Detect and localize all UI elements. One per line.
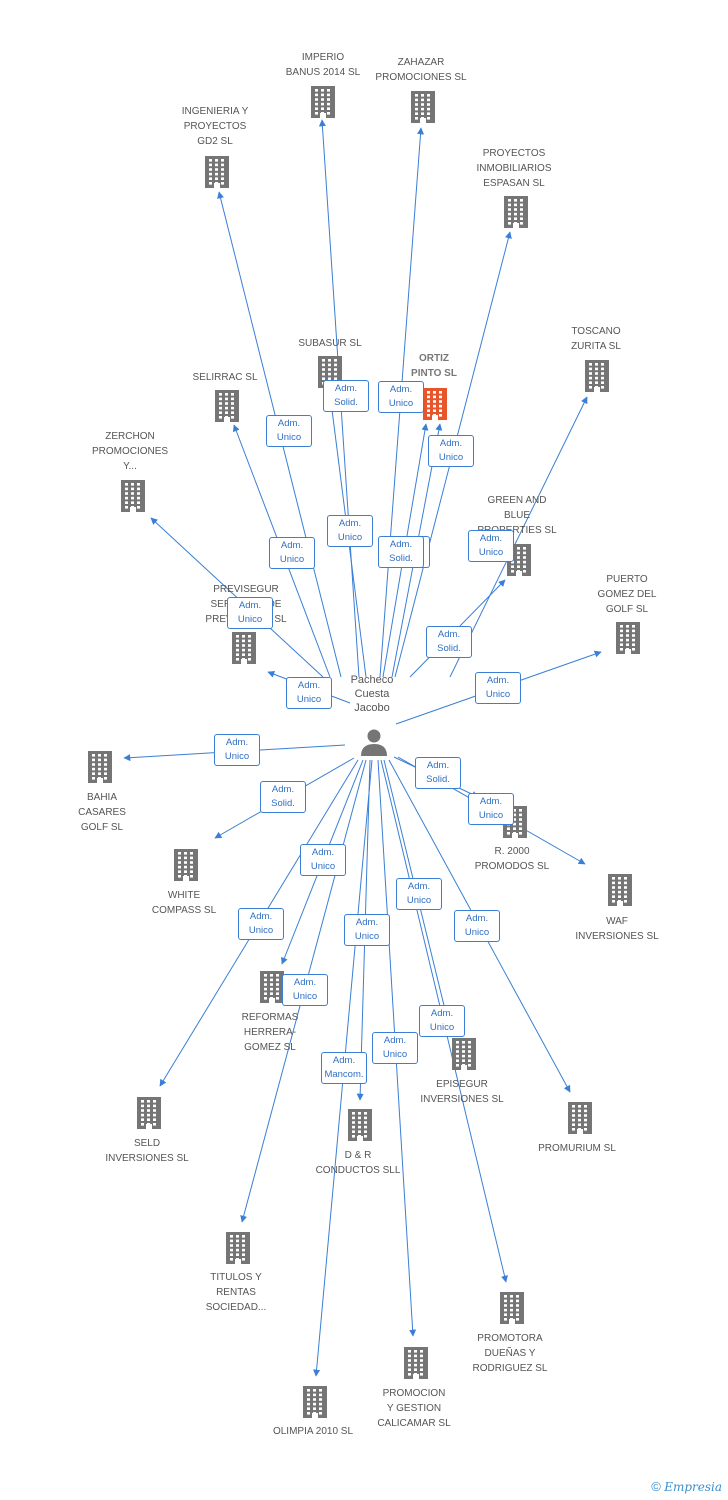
node-label-r2000[interactable]: R. 2000 PROMODOS SL	[474, 846, 550, 872]
role-badge-puerto[interactable]: Adm. Unico	[475, 672, 521, 704]
building-icon-espasan[interactable]	[504, 196, 528, 228]
node-label-bahia[interactable]: BAHIA CASARES GOLF SL	[78, 792, 126, 833]
node-label-imperio[interactable]: IMPERIO BANUS 2014 SL	[285, 52, 361, 78]
role-badge-subasur[interactable]: Adm. Unico	[327, 515, 373, 547]
node-label-puerto[interactable]: PUERTO GOMEZ DEL GOLF SL	[597, 574, 657, 615]
role-badge-promotora[interactable]: Adm. Unico	[419, 1005, 465, 1037]
node-label-promotora[interactable]: PROMOTORA DUEÑAS Y RODRIGUEZ SL	[472, 1333, 548, 1374]
building-icon-promurium[interactable]	[568, 1102, 592, 1134]
role-badge-ingenieria[interactable]: Adm. Unico	[266, 415, 312, 447]
node-label-selirrac[interactable]: SELIRRAC SL	[192, 372, 258, 383]
icons-layer	[88, 86, 640, 1418]
role-badge-promocion[interactable]: Adm. Unico	[372, 1032, 418, 1064]
node-label-episegur[interactable]: EPISEGUR INVERSIONES SL	[420, 1079, 504, 1105]
building-icon-promotora[interactable]	[500, 1292, 524, 1324]
building-icon-olimpia[interactable]	[303, 1386, 327, 1418]
role-badge-promurium[interactable]: Adm. Unico	[454, 910, 500, 942]
node-label-white[interactable]: WHITE COMPASS SL	[151, 890, 217, 916]
role-badge-prevsegur[interactable]: Adm. Unico	[286, 677, 332, 709]
node-label-olimpia[interactable]: OLIMPIA 2010 SL	[272, 1426, 354, 1437]
role-badge-toscano[interactable]: Adm. Unico	[468, 530, 514, 562]
building-icon-dyr[interactable]	[348, 1109, 372, 1141]
building-icon-imperio[interactable]	[311, 86, 335, 118]
role-badge-imperio[interactable]: Adm. Solid.	[323, 380, 369, 412]
building-icon-ortiz[interactable]	[423, 388, 447, 420]
role-badge-r2000[interactable]: Adm. Solid.	[415, 757, 461, 789]
role-badge-seld[interactable]: Adm. Unico	[238, 908, 284, 940]
building-icon-white[interactable]	[174, 849, 198, 881]
role-badge-olimpia[interactable]: Adm. Mancom.	[321, 1052, 367, 1084]
node-label-toscano[interactable]: TOSCANO ZURITA SL	[571, 326, 621, 352]
node-label-zahazar[interactable]: ZAHAZAR PROMOCIONES SL	[375, 57, 467, 83]
building-icon-puerto[interactable]	[616, 622, 640, 654]
role-badge-dyr[interactable]: Adm. Unico	[344, 914, 390, 946]
node-label-waf[interactable]: WAF INVERSIONES SL	[575, 916, 659, 942]
building-icon-episegur[interactable]	[452, 1038, 476, 1070]
node-label-promocion[interactable]: PROMOCION Y GESTION CALICAMAR SL	[377, 1388, 451, 1429]
node-label-subasur[interactable]: SUBASUR SL	[298, 338, 362, 349]
role-badge-white[interactable]: Adm. Solid.	[260, 781, 306, 813]
building-icon-seld[interactable]	[137, 1097, 161, 1129]
node-label-promurium[interactable]: PROMURIUM SL	[538, 1143, 616, 1154]
role-badge-episegur[interactable]: Adm. Unico	[396, 878, 442, 910]
role-badge-bahia[interactable]: Adm. Unico	[214, 734, 260, 766]
role-badge-selirrac[interactable]: Adm. Unico	[269, 537, 315, 569]
role-badge-zahazar[interactable]: Adm. Unico	[378, 381, 424, 413]
node-label-espasan[interactable]: PROYECTOS INMOBILIARIOS ESPASAN SL	[476, 148, 552, 189]
edges-layer	[123, 119, 602, 1377]
node-label-zerchon[interactable]: ZERCHON PROMOCIONES Y...	[91, 431, 169, 472]
role-badge-titulos[interactable]: Adm. Unico	[282, 974, 328, 1006]
node-label-ortiz[interactable]: ORTIZ PINTO SL	[411, 353, 457, 379]
person-icon[interactable]	[361, 729, 387, 757]
building-icon-prevsegur[interactable]	[232, 632, 256, 664]
building-icon-waf[interactable]	[608, 874, 632, 906]
role-badge-greenblue[interactable]: Adm. Solid.	[426, 626, 472, 658]
role-badge-waf[interactable]: Adm. Unico	[468, 793, 514, 825]
node-label-ingenieria[interactable]: INGENIERIA Y PROYECTOS GD2 SL	[181, 106, 249, 147]
building-icon-reformas[interactable]	[260, 971, 284, 1003]
copyright-icon: ©	[651, 1479, 661, 1494]
building-icon-greenblue[interactable]	[507, 544, 531, 576]
building-icon-zerchon[interactable]	[121, 480, 145, 512]
footer: © Empresia	[651, 1479, 722, 1494]
node-label-titulos[interactable]: TITULOS Y RENTAS SOCIEDAD...	[205, 1272, 267, 1313]
node-label-dyr[interactable]: D & R CONDUCTOS SLL	[315, 1150, 401, 1176]
node-label-reformas[interactable]: REFORMAS HERRERA- GOMEZ SL	[241, 1012, 299, 1053]
brand-logo[interactable]: Empresia	[664, 1480, 722, 1494]
building-icon-zahazar[interactable]	[411, 91, 435, 123]
role-badge-ortiz[interactable]: Adm. Unico	[428, 435, 474, 467]
role-badge-zerchon[interactable]: Adm. Unico	[227, 597, 273, 629]
person-label[interactable]: Pacheco Cuesta Jacobo	[350, 674, 394, 714]
role-badge-ortiz[interactable]: Adm. Solid.	[378, 536, 424, 568]
role-badge-reformas[interactable]: Adm. Unico	[300, 844, 346, 876]
building-icon-toscano[interactable]	[585, 360, 609, 392]
node-label-seld[interactable]: SELD INVERSIONES SL	[105, 1138, 189, 1164]
building-icon-titulos[interactable]	[226, 1232, 250, 1264]
building-icon-promocion[interactable]	[404, 1347, 428, 1379]
building-icon-selirrac[interactable]	[215, 390, 239, 422]
edge-toscano	[449, 396, 588, 678]
building-icon-bahia[interactable]	[88, 751, 112, 783]
building-icon-ingenieria[interactable]	[205, 156, 229, 188]
